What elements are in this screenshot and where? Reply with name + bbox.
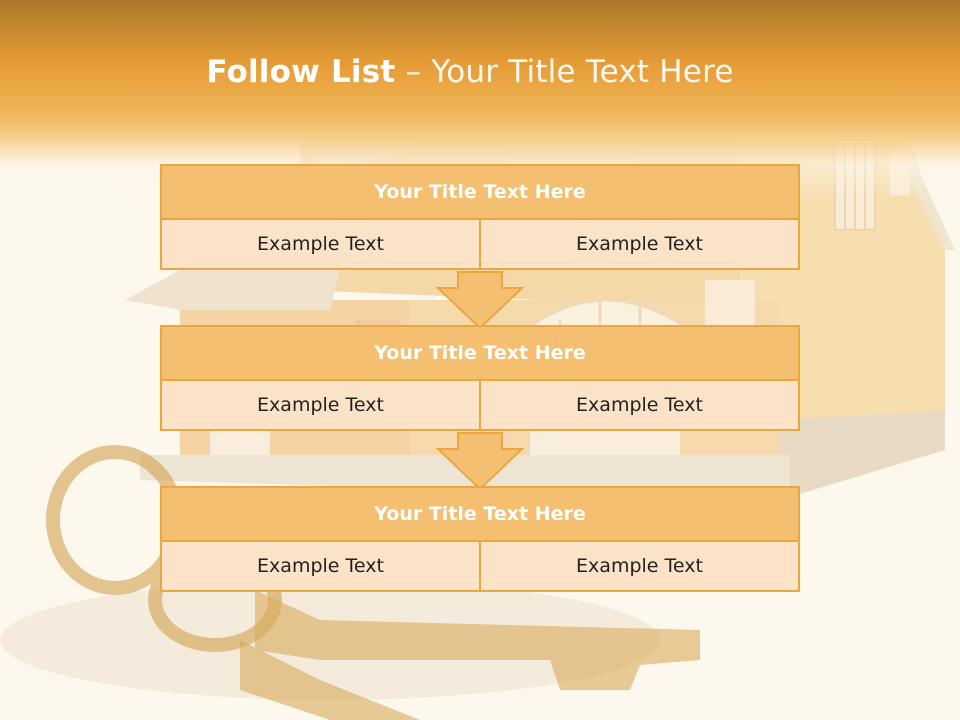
slide-title-rest: – Your Title Text Here xyxy=(395,54,734,90)
slide-title: Follow List – Your Title Text Here xyxy=(0,54,940,90)
step-right-text: Example Text xyxy=(481,220,800,270)
step-title: Your Title Text Here xyxy=(160,486,800,542)
step-title: Your Title Text Here xyxy=(160,325,800,381)
step-left-text: Example Text xyxy=(160,542,481,592)
down-arrow-icon xyxy=(436,432,525,491)
slide-title-bold: Follow List xyxy=(206,54,396,90)
down-arrow-icon xyxy=(436,271,525,330)
step-box-1: Your Title Text Here Example Text Exampl… xyxy=(160,164,800,270)
step-box-2: Your Title Text Here Example Text Exampl… xyxy=(160,325,800,431)
step-right-text: Example Text xyxy=(481,542,800,592)
step-box-3: Your Title Text Here Example Text Exampl… xyxy=(160,486,800,592)
step-left-text: Example Text xyxy=(160,381,481,431)
step-left-text: Example Text xyxy=(160,220,481,270)
step-title: Your Title Text Here xyxy=(160,164,800,220)
step-right-text: Example Text xyxy=(481,381,800,431)
